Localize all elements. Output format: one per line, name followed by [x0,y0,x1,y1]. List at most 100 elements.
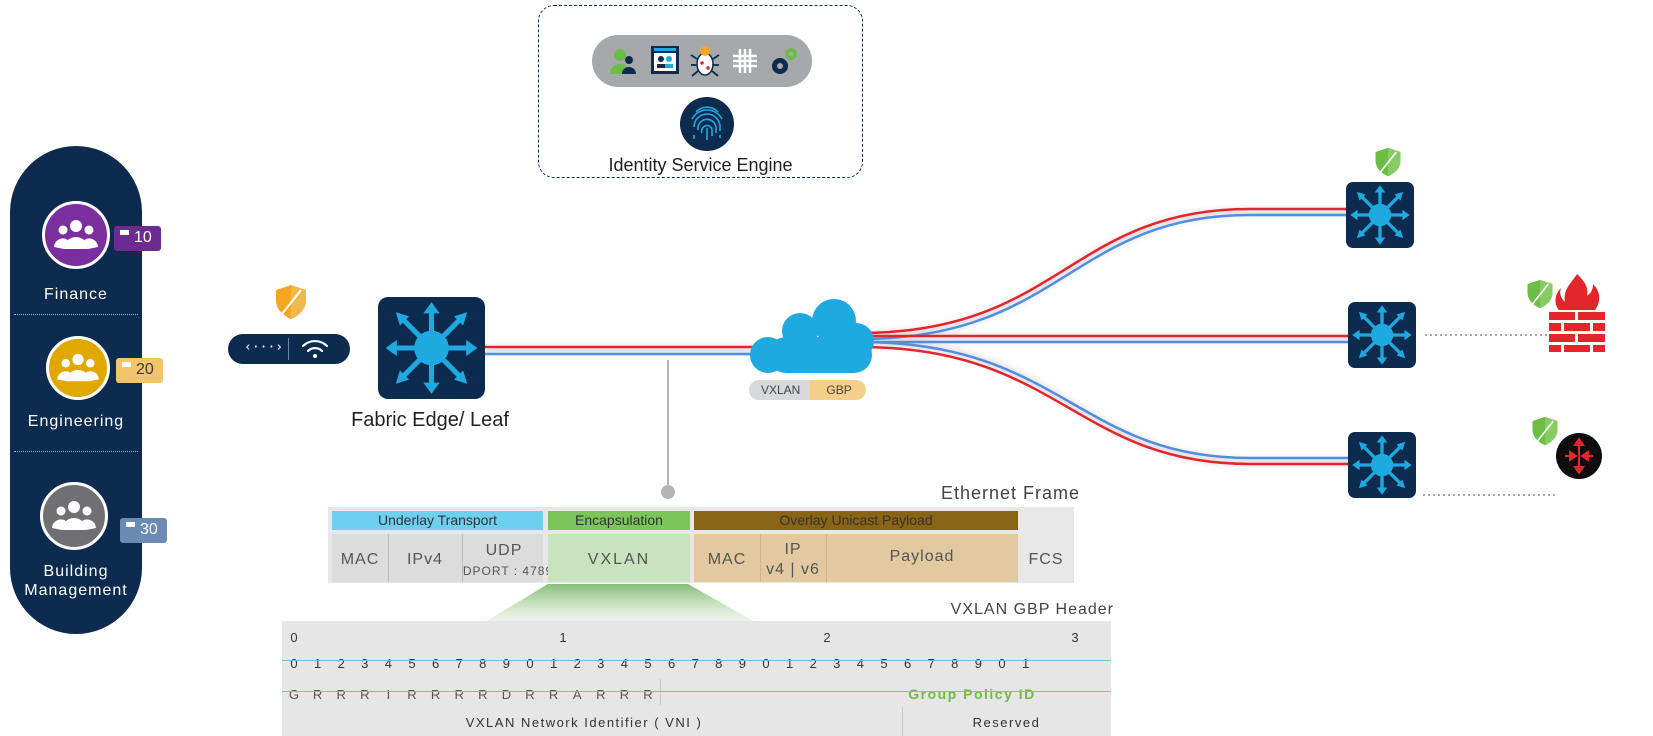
access-point[interactable]: ‹···› [228,334,350,364]
decade-0: 0 [290,630,298,645]
bit-index: 4 [856,656,864,671]
fabric-edge-label: Fabric Edge/ Leaf [351,409,509,431]
bit-index: 2 [809,656,817,671]
overlay-payload-header: Overlay Unicast Payload [694,511,1018,530]
segment-divider [14,451,138,452]
bit-index: 1 [313,656,322,671]
gears-icon [769,45,799,82]
bit-index: 3 [361,656,369,671]
finance-group-icon [42,201,110,269]
bit-index: 7 [691,656,699,671]
bit-index: 5 [880,656,888,671]
vxlan-body [548,534,690,582]
overlay-body [694,534,1018,582]
bit-index: 6 [667,656,676,671]
bit-index: 8 [951,656,959,671]
bit-index: 5 [644,656,652,671]
bit-index: 6 [431,656,440,671]
ethernet-port-icon: ‹···› [244,340,284,355]
vxlan-field: VXLAN [587,551,651,568]
switch-middle-icon[interactable] [1348,302,1416,368]
bit-index: 4 [384,656,392,671]
segment-divider [14,314,138,315]
flag-bit: R [619,687,630,702]
flag-bit: D [501,687,512,702]
finance-tag: 10 [114,226,161,251]
flags-separator [660,679,661,705]
bit-index: 3 [597,656,605,671]
field-separator [388,534,389,582]
path-top-red [859,207,1355,335]
path-bottom-blue [859,340,1355,460]
flag-bit: I [386,687,391,702]
wifi-icon [300,338,330,365]
switch-top-icon[interactable] [1346,182,1414,248]
bit-index: 2 [573,656,581,671]
vni-separator [902,707,903,736]
encap-gbp: GBP [810,380,866,400]
udp-port: DPORT : 4789 [462,564,554,578]
bit-index: 8 [479,656,487,671]
encap-tag: VXLAN GBP [749,380,866,400]
engineering-group-icon [46,336,110,400]
bit-index: 0 [998,656,1006,671]
ise-services-bar [592,35,812,87]
group-policy-id: Group Policy ID [908,686,1036,702]
directory-icon [650,45,680,80]
fabric-edge-switch-icon[interactable] [378,297,485,399]
bit-index: 5 [408,656,416,671]
payload-field: Payload [889,548,955,565]
hash-icon [731,47,759,80]
encapsulation-header: Encapsulation [548,511,690,530]
switch-bottom-icon[interactable] [1348,432,1416,498]
flag-bit: R [430,687,441,702]
inner-mac-field: MAC [707,551,747,568]
finance-label: Finance [44,286,108,303]
bit-index: 9 [974,656,982,671]
fcs-field: FCS [1028,551,1064,568]
ipv4-field: IPv4 [406,551,443,568]
flag-bit: R [596,687,606,702]
path-bottom-red [859,345,1355,466]
field-separator [826,534,827,582]
bit-index: 2 [337,656,345,671]
encap-vxlan: VXLAN [749,380,811,400]
flag-bit: R [478,687,488,702]
bit-index: 0 [526,656,534,671]
path-top-blue [859,213,1355,341]
bit-index: 4 [620,656,628,671]
engineering-label: Engineering [27,413,125,430]
flag-bit: A [572,687,582,702]
building-management-tag: 30 [120,518,167,543]
firewall-icon[interactable] [1549,272,1605,357]
udp-field: UDP [485,542,523,559]
user-icon [608,46,638,81]
segment-panel: 10 Finance 20 Engineering 30 Building Ma… [10,146,167,634]
field-separator [760,534,761,582]
bit-index: 9 [738,656,746,671]
mac-field: MAC [340,551,380,568]
cloud-icon [746,297,878,380]
vni-field: VXLAN Network Identifier ( VNI ) [465,715,703,730]
decade-3: 3 [1071,630,1079,645]
engineering-tag: 20 [116,358,163,383]
bit-index: 6 [903,656,912,671]
reserved-field: Reserved [972,715,1041,730]
green-shield-icon [1526,279,1554,314]
bit-index: 8 [715,656,723,671]
ethernet-frame: Underlay Transport Encapsulation Overlay… [328,507,1074,583]
router-icon[interactable] [1556,433,1602,479]
decade-2: 2 [823,630,831,645]
green-shield-icon [1531,416,1559,451]
underlay-transport-header: Underlay Transport [332,511,543,530]
bit-index: 7 [455,656,463,671]
bit-index: 1 [1021,656,1030,671]
flag-bit: R [360,687,370,702]
ethernet-frame-title: Ethernet Frame [940,483,1080,503]
field-separator [462,534,463,582]
flag-bit: R [525,687,535,702]
inner-ip-version: v4 | v6 [766,561,820,578]
bit-index: 1 [785,656,794,671]
fingerprint-icon [680,97,734,151]
